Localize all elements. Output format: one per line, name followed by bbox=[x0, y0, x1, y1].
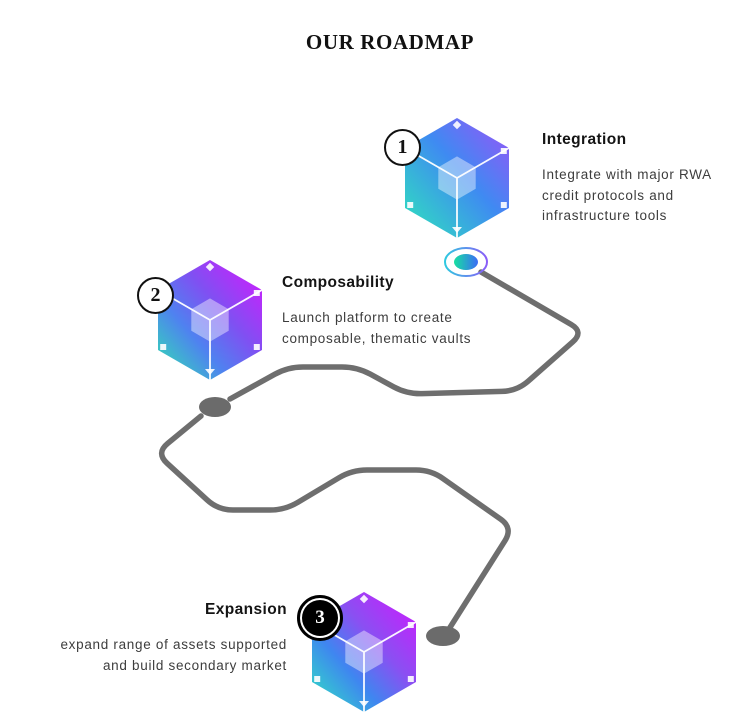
road-marker-ellipse bbox=[199, 397, 231, 417]
step-1-description: Integrate with major RWA credit protocol… bbox=[542, 167, 712, 223]
step-3-description: expand range of assets supported and bui… bbox=[60, 637, 287, 673]
step-3-heading: Expansion bbox=[205, 601, 287, 618]
step-1-text-block: Integration Integrate with major RWA cre… bbox=[542, 131, 742, 227]
page-title: OUR ROADMAP bbox=[305, 30, 475, 54]
road-marker-ellipse bbox=[426, 626, 460, 646]
step-1-heading: Integration bbox=[542, 131, 627, 148]
step-3-number: 3 bbox=[302, 600, 338, 636]
step-2-text-block: Composability Launch platform to create … bbox=[282, 274, 512, 349]
step-2-description: Launch platform to create composable, th… bbox=[282, 310, 472, 346]
step-3-text-block: Expansion expand range of assets support… bbox=[27, 601, 287, 676]
step-2-number: 2 bbox=[150, 284, 161, 306]
ring-marker-core bbox=[454, 254, 478, 270]
step-3-number-badge: 3 bbox=[297, 595, 343, 641]
step-1-number: 1 bbox=[397, 136, 408, 158]
cube-icon-composability bbox=[158, 260, 262, 380]
ring-marker-outline bbox=[444, 247, 488, 277]
cube-icon-integration bbox=[405, 118, 509, 238]
step-2-number-badge: 2 bbox=[137, 277, 174, 314]
step-1-number-badge: 1 bbox=[384, 129, 421, 166]
step-2-heading: Composability bbox=[282, 274, 394, 291]
